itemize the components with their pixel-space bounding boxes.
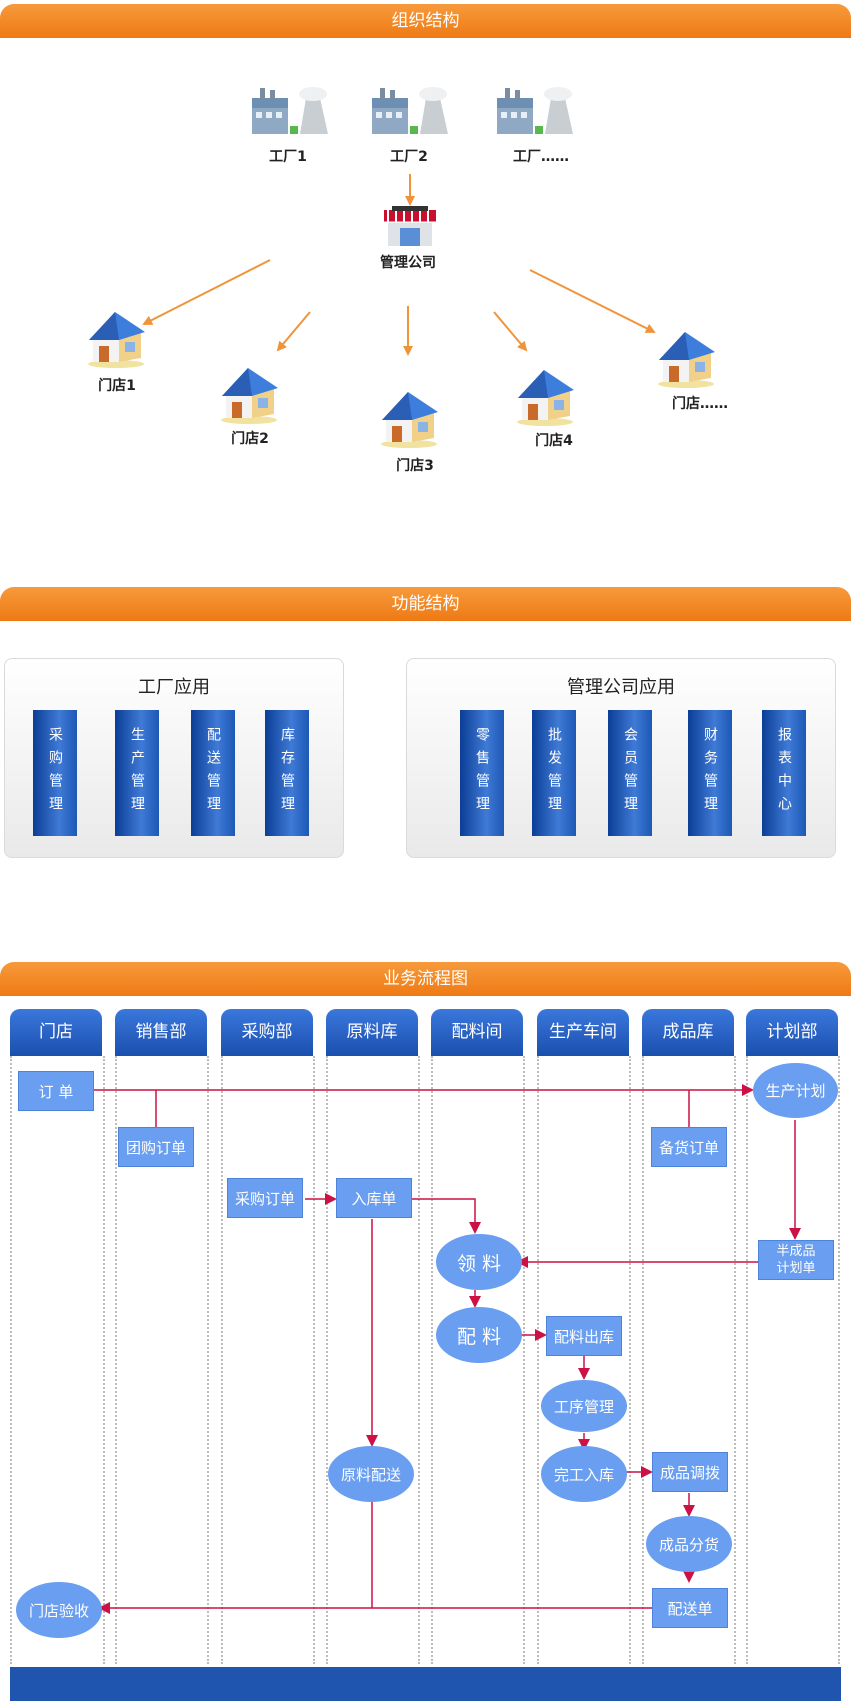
- lane-divider: [537, 1056, 539, 1664]
- company-label: 管理公司: [380, 255, 436, 271]
- lane-divider: [431, 1056, 433, 1664]
- lane-divider: [10, 1056, 12, 1664]
- module-inventory[interactable]: 库存管理: [265, 710, 309, 836]
- factory-icon: [497, 87, 573, 134]
- lane-divider: [523, 1056, 525, 1664]
- company-app-panel: 管理公司应用 零售管理 批发管理 会员管理 财务管理 报表中心: [406, 658, 836, 858]
- house-icon: [221, 368, 278, 424]
- module-finance[interactable]: 财务管理: [688, 710, 732, 836]
- module-report[interactable]: 报表中心: [762, 710, 806, 836]
- node-stock-order[interactable]: 备货订单: [651, 1127, 727, 1167]
- lane-divider: [115, 1056, 117, 1664]
- module-purchase[interactable]: 采购管理: [33, 710, 77, 836]
- lane-raw-store: 原料库: [326, 1009, 418, 1056]
- node-goods-transfer[interactable]: 成品调拨: [652, 1452, 728, 1492]
- lane-store: 门店: [10, 1009, 102, 1056]
- lane-divider: [221, 1056, 223, 1664]
- lane-purchase: 采购部: [221, 1009, 313, 1056]
- node-raw-delivery[interactable]: 原料配送: [328, 1446, 414, 1502]
- lane-divider: [207, 1056, 209, 1664]
- node-goods-dist[interactable]: 成品分货: [646, 1516, 732, 1572]
- company-app-title: 管理公司应用: [567, 677, 675, 698]
- store-label-1: 门店1: [98, 378, 136, 394]
- section-header-func: 功能结构: [0, 587, 851, 621]
- node-process-mgmt[interactable]: 工序管理: [541, 1380, 627, 1432]
- module-delivery[interactable]: 配送管理: [191, 710, 235, 836]
- node-batching[interactable]: 配 料: [436, 1307, 522, 1363]
- node-group-order[interactable]: 团购订单: [118, 1127, 194, 1167]
- factory-app-panel: 工厂应用 采购管理 生产管理 配送管理 库存管理: [4, 658, 344, 858]
- house-icon: [658, 332, 715, 388]
- factory-label-2: 工厂2: [390, 149, 428, 165]
- store-label-3: 门店3: [396, 458, 434, 474]
- node-semi-plan-line1: 半成品: [776, 1244, 816, 1259]
- module-member[interactable]: 会员管理: [608, 710, 652, 836]
- node-prod-plan[interactable]: 生产计划: [753, 1063, 838, 1118]
- lane-divider: [418, 1056, 420, 1664]
- store-label-4: 门店4: [535, 433, 573, 449]
- house-icon: [381, 392, 438, 448]
- module-production[interactable]: 生产管理: [115, 710, 159, 836]
- org-arrows: [142, 174, 656, 356]
- node-semi-plan[interactable]: 半成品 计划单: [758, 1240, 834, 1280]
- lane-batching-room: 配料间: [431, 1009, 523, 1056]
- lane-goods-store: 成品库: [642, 1009, 734, 1056]
- lane-divider: [642, 1056, 644, 1664]
- node-order[interactable]: 订 单: [18, 1071, 94, 1111]
- module-wholesale[interactable]: 批发管理: [532, 710, 576, 836]
- lane-divider: [326, 1056, 328, 1664]
- store-label-2: 门店2: [231, 431, 269, 447]
- lane-divider: [838, 1056, 840, 1664]
- lane-divider: [313, 1056, 315, 1664]
- lane-divider: [629, 1056, 631, 1664]
- factory-icon: [372, 87, 448, 134]
- section-header-org: 组织结构: [0, 4, 851, 38]
- node-delivery-note[interactable]: 配送单: [652, 1588, 728, 1628]
- store-label-more: 门店……: [672, 396, 728, 412]
- node-finish-in[interactable]: 完工入库: [541, 1446, 627, 1502]
- node-semi-plan-line2: 计划单: [776, 1261, 816, 1276]
- factory-label-1: 工厂1: [269, 149, 307, 165]
- factory-app-title: 工厂应用: [138, 677, 210, 698]
- lane-planning: 计划部: [746, 1009, 838, 1056]
- lane-divider: [734, 1056, 736, 1664]
- factory-label-more: 工厂……: [513, 149, 569, 165]
- house-icon: [88, 312, 145, 368]
- house-icon: [517, 370, 574, 426]
- shop-icon: [384, 206, 436, 246]
- node-picking[interactable]: 领 料: [436, 1234, 522, 1290]
- lane-workshop: 生产车间: [537, 1009, 629, 1056]
- flow-footer-bar: [10, 1667, 841, 1701]
- section-header-flow: 业务流程图: [0, 962, 851, 996]
- node-store-accept[interactable]: 门店验收: [16, 1582, 102, 1638]
- lane-divider: [746, 1056, 748, 1664]
- node-purchase-order[interactable]: 采购订单: [227, 1178, 303, 1218]
- lane-sales: 销售部: [115, 1009, 207, 1056]
- node-batch-out[interactable]: 配料出库: [546, 1316, 622, 1356]
- factory-icon: [252, 87, 328, 134]
- module-retail[interactable]: 零售管理: [460, 710, 504, 836]
- lane-divider: [103, 1056, 105, 1664]
- node-stock-in[interactable]: 入库单: [336, 1178, 412, 1218]
